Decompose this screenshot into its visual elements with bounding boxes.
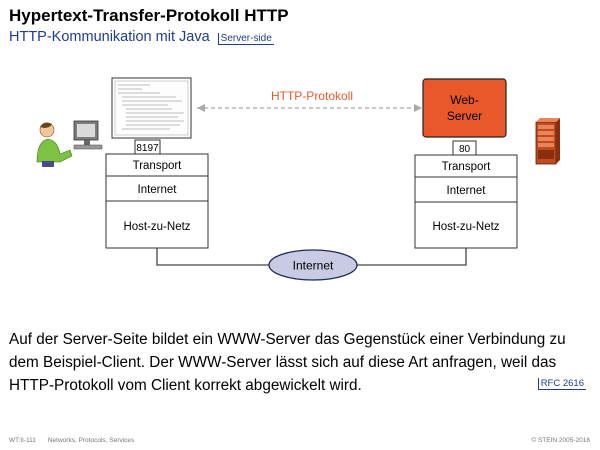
footer-topic: Networks, Protocols, Services <box>47 437 135 444</box>
web-server-box: Web- Server <box>422 78 507 138</box>
footer-copyright: © STEIN 2005-2018 <box>531 437 590 444</box>
server-host-label: Host-zu-Netz <box>432 221 499 233</box>
body-paragraph: Auf der Server-Seite bildet ein WWW-Serv… <box>9 331 566 394</box>
server-transport-label: Transport <box>442 161 492 173</box>
server-side-link[interactable]: Server-side <box>217 33 274 45</box>
footer-slide-code: WT:II-111 <box>9 437 36 444</box>
server-tower-icon <box>535 118 560 165</box>
web-server-label-line1: Web- <box>450 93 478 107</box>
client-host-layer <box>105 200 209 249</box>
client-port-label: 8197 <box>136 143 159 154</box>
footer-left: WT:II-111 Networks, Protocols, Services <box>9 437 134 444</box>
rfc-reference-link[interactable]: RFC 2616 <box>537 378 586 390</box>
page-subtitle: HTTP-Kommunikation mit Java Server-side <box>9 29 274 45</box>
server-internet-label: Internet <box>447 185 487 197</box>
http-protocol-label: HTTP-Protokoll <box>271 89 353 103</box>
client-host-label: Host-zu-Netz <box>123 221 190 233</box>
internet-cloud-label: Internet <box>293 259 334 273</box>
server-port-label: 80 <box>459 144 471 155</box>
server-internet-layer <box>414 176 518 203</box>
internet-cloud <box>268 249 358 281</box>
web-server-label-line2: Server <box>447 109 482 123</box>
client-internet-layer <box>105 175 209 202</box>
subtitle-text: HTTP-Kommunikation mit Java <box>9 29 210 45</box>
page-title: Hypertext-Transfer-Protokoll HTTP <box>9 6 289 25</box>
client-user-icon <box>36 120 103 167</box>
http-protocol-arrow <box>197 104 422 112</box>
server-stack: 80 Transport Internet Host-zu-Netz <box>414 140 518 249</box>
client-stack: 8197 Transport Internet Host-zu-Netz <box>105 139 209 249</box>
network-diagram: HTTP-Protokoll 8197 Transport Internet H… <box>36 77 560 281</box>
client-internet-label: Internet <box>138 184 178 196</box>
client-transport-label: Transport <box>133 160 183 172</box>
java-code-window <box>111 77 192 139</box>
network-connection <box>156 248 467 266</box>
